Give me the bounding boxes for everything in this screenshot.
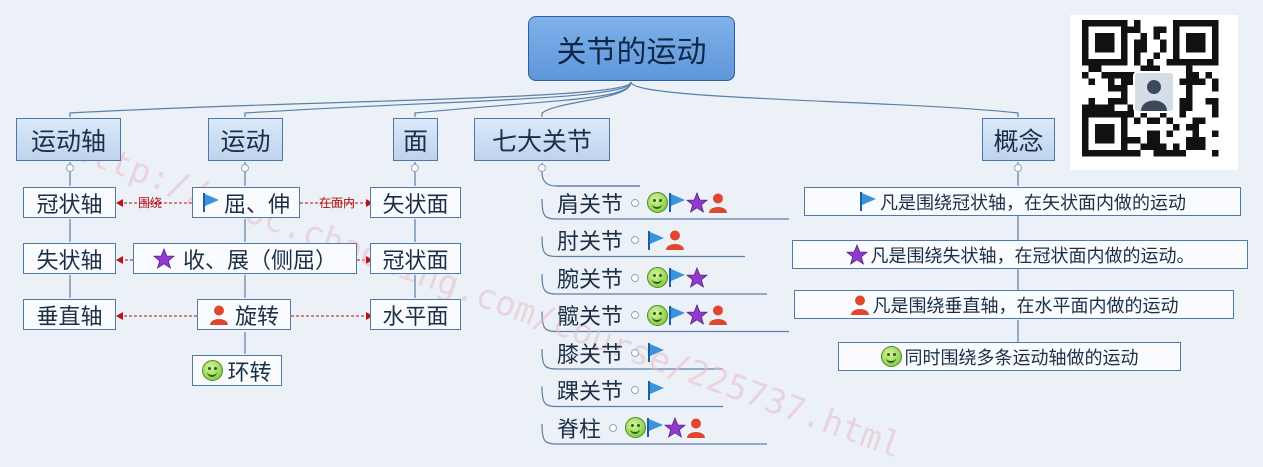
joint-item[interactable]: 肘关节 <box>545 224 685 257</box>
collapse-toggle[interactable] <box>538 164 546 172</box>
star-icon <box>686 191 709 213</box>
user-icon <box>209 305 228 325</box>
collapse-toggle[interactable] <box>631 311 640 319</box>
smile-icon <box>647 192 669 213</box>
axis-sagittal[interactable]: 失状轴 <box>23 243 116 274</box>
qr-code[interactable] <box>1070 15 1238 170</box>
branch-axis[interactable]: 运动轴 <box>16 118 121 161</box>
motion-label: 收、展（侧屈） <box>182 248 337 274</box>
joint-item[interactable]: 肩关节 <box>545 186 728 219</box>
joint-label: 膝关节 <box>557 342 624 368</box>
relation-label-around: 围绕 <box>138 196 163 210</box>
joint-label: 肩关节 <box>557 192 624 218</box>
concept-text: 凡是围绕失状轴，在冠状面内做的运动。 <box>870 245 1195 267</box>
branch-joints[interactable]: 七大关节 <box>474 118 610 161</box>
joint-connector <box>541 311 789 333</box>
branch-motion[interactable]: 运动 <box>208 118 283 161</box>
joint-connector <box>541 348 723 370</box>
collapse-toggle[interactable] <box>66 164 74 172</box>
concept-text: 凡是围绕冠状轴，在矢状面内做的运动 <box>880 192 1186 214</box>
motion-circumduction[interactable]: 环转 <box>192 355 282 386</box>
motion-adduction-abduction[interactable]: 收、展（侧屈） <box>133 243 357 274</box>
motion-label: 旋转 <box>234 304 279 330</box>
motion-label: 屈、伸 <box>223 192 290 218</box>
flag-icon <box>648 380 665 400</box>
motion-flexion-extension[interactable]: 屈、伸 <box>192 187 300 218</box>
user-icon <box>850 295 869 315</box>
motion-rotation[interactable]: 旋转 <box>197 299 291 330</box>
smile-icon <box>880 346 902 367</box>
joint-label: 肘关节 <box>557 230 624 255</box>
flag-icon <box>669 305 686 325</box>
joint-item[interactable]: 髋关节 <box>545 299 728 332</box>
collapse-toggle[interactable] <box>631 386 640 394</box>
flag-icon <box>648 230 665 250</box>
joint-connector <box>541 273 767 295</box>
user-icon <box>709 193 728 213</box>
collapse-toggle[interactable] <box>241 164 249 172</box>
collapse-toggle[interactable] <box>631 236 640 244</box>
smile-icon <box>647 304 669 326</box>
star-icon <box>664 416 687 438</box>
collapse-toggle[interactable] <box>1014 164 1022 172</box>
concept-text: 同时围绕多条运动轴做的运动 <box>904 347 1139 369</box>
joint-connector <box>541 423 767 445</box>
user-icon <box>687 418 706 438</box>
plane-sagittal[interactable]: 矢状面 <box>370 187 461 218</box>
joint-item[interactable]: 踝关节 <box>545 374 665 407</box>
collapse-toggle[interactable] <box>411 164 419 172</box>
star-icon <box>845 243 868 265</box>
flag-icon <box>860 192 876 211</box>
flag-icon <box>669 268 686 287</box>
branch-concept[interactable]: 概念 <box>982 118 1055 161</box>
joint-connector <box>541 386 723 408</box>
collapse-toggle[interactable] <box>609 423 618 432</box>
root-topic[interactable]: 关节的运动 <box>528 16 735 81</box>
concept-flexion[interactable]: 凡是围绕冠状轴，在矢状面内做的运动 <box>804 187 1241 216</box>
axis-vertical[interactable]: 垂直轴 <box>23 299 116 330</box>
relation-label-in-plane: 在面内 <box>319 196 356 210</box>
star-icon <box>686 266 709 288</box>
joint-connector <box>541 236 745 258</box>
motion-label: 环转 <box>227 360 272 386</box>
branch-plane[interactable]: 面 <box>393 118 438 161</box>
flag-icon <box>202 193 219 212</box>
collapse-toggle[interactable] <box>631 348 640 357</box>
smile-icon <box>202 360 224 381</box>
concept-rotation[interactable]: 凡是围绕垂直轴，在水平面内做的运动 <box>794 290 1234 319</box>
axis-coronal[interactable]: 冠状轴 <box>23 187 116 218</box>
joint-item[interactable]: 脊柱 <box>545 411 706 444</box>
joint-label: 腕关节 <box>557 267 624 293</box>
star-icon <box>152 247 175 269</box>
star-icon <box>686 304 709 325</box>
concept-text: 凡是围绕垂直轴，在水平面内做的运动 <box>872 295 1179 317</box>
smile-icon <box>625 417 647 438</box>
plane-horizontal[interactable]: 水平面 <box>370 299 461 330</box>
joint-item[interactable]: 腕关节 <box>545 261 709 294</box>
joint-connector <box>541 198 789 220</box>
joint-label: 踝关节 <box>557 380 624 405</box>
joint-item[interactable]: 膝关节 <box>545 336 665 369</box>
concept-circumduction[interactable]: 同时围绕多条运动轴做的运动 <box>838 342 1181 371</box>
joint-label: 髋关节 <box>557 305 624 330</box>
collapse-toggle[interactable] <box>631 198 640 207</box>
user-icon <box>666 230 685 250</box>
user-icon <box>709 305 728 325</box>
collapse-toggle[interactable] <box>631 273 640 282</box>
joint-label: 脊柱 <box>557 417 602 443</box>
plane-coronal[interactable]: 冠状面 <box>370 243 461 274</box>
flag-icon <box>648 343 665 362</box>
flag-icon <box>669 193 686 212</box>
flag-icon <box>647 418 664 437</box>
concept-abduction[interactable]: 凡是围绕失状轴，在冠状面内做的运动。 <box>792 240 1248 269</box>
smile-icon <box>647 267 669 288</box>
